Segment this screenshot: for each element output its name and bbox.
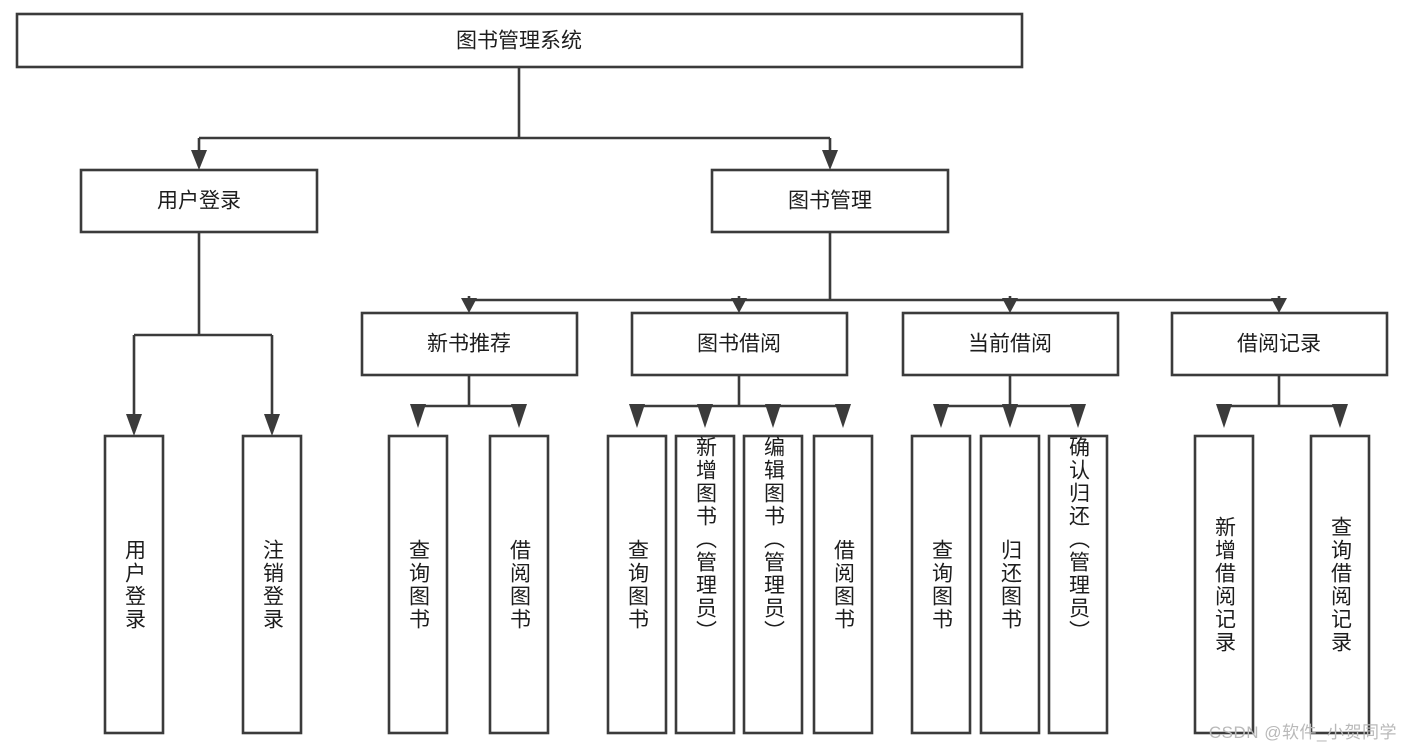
arrow-borrow-record <box>1271 298 1287 313</box>
arrow-book-manage <box>822 150 838 170</box>
arrow-new-book-recommend <box>461 298 477 313</box>
node-leaf-return-book[interactable] <box>979 434 1041 735</box>
node-user-login[interactable] <box>79 168 319 234</box>
node-leaf-user-login[interactable] <box>103 434 165 735</box>
arrow-leaf-query-book-1 <box>410 404 426 428</box>
node-leaf-borrow-book-2[interactable] <box>812 434 874 735</box>
node-new-book-recommend[interactable] <box>360 311 579 377</box>
arrow-leaf-borrow-book-2 <box>835 404 851 428</box>
node-leaf-logout-login[interactable] <box>241 434 303 735</box>
node-layer: 图书管理系统 用户登录 图书管理 新书推荐 图书借阅 当前借阅 借阅记录 <box>15 12 1389 735</box>
arrow-leaf-return-book <box>1002 404 1018 428</box>
node-current-borrow[interactable] <box>901 311 1120 377</box>
node-new-book-recommend-label: 新书推荐 <box>427 333 511 356</box>
arrow-leaf-query-book-3 <box>933 404 949 428</box>
node-leaf-confirm-return[interactable] <box>1047 434 1109 735</box>
node-borrow-record-label: 借阅记录 <box>1237 333 1321 356</box>
arrow-leaf-query-record <box>1332 404 1348 428</box>
node-leaf-borrow-book-1[interactable] <box>488 434 550 735</box>
arrow-leaf-confirm-return <box>1070 404 1086 428</box>
node-book-borrow-label: 图书借阅 <box>697 333 781 356</box>
node-leaf-query-book-1[interactable] <box>387 434 449 735</box>
arrow-leaf-add-book <box>697 404 713 428</box>
watermark: CSDN @软件_小贺同学 <box>1208 723 1397 742</box>
arrow-leaf-add-record <box>1216 404 1232 428</box>
node-leaf-query-book-3[interactable] <box>910 434 972 735</box>
node-book-manage-label: 图书管理 <box>788 190 872 213</box>
arrow-leaf-logout-login <box>264 414 280 436</box>
node-book-manage[interactable] <box>710 168 950 234</box>
node-leaf-query-book-2[interactable] <box>606 434 668 735</box>
node-leaf-edit-book[interactable] <box>742 434 804 735</box>
node-root[interactable] <box>15 12 1024 69</box>
node-user-login-label: 用户登录 <box>157 190 241 213</box>
arrow-user-login <box>191 150 207 170</box>
node-leaf-add-book[interactable] <box>674 434 736 735</box>
node-borrow-record[interactable] <box>1170 311 1389 377</box>
node-leaf-add-record[interactable] <box>1193 434 1255 735</box>
node-leaf-query-record[interactable] <box>1309 434 1371 735</box>
arrow-current-borrow <box>1002 298 1018 313</box>
node-book-borrow[interactable] <box>630 311 849 377</box>
arrow-leaf-borrow-book-1 <box>511 404 527 428</box>
arrow-leaf-edit-book <box>765 404 781 428</box>
arrow-book-borrow <box>731 298 747 313</box>
node-root-label: 图书管理系统 <box>456 30 582 53</box>
connector-layer <box>126 67 1348 436</box>
arrow-leaf-user-login <box>126 414 142 436</box>
arrow-leaf-query-book-2 <box>629 404 645 428</box>
node-current-borrow-label: 当前借阅 <box>968 333 1052 356</box>
